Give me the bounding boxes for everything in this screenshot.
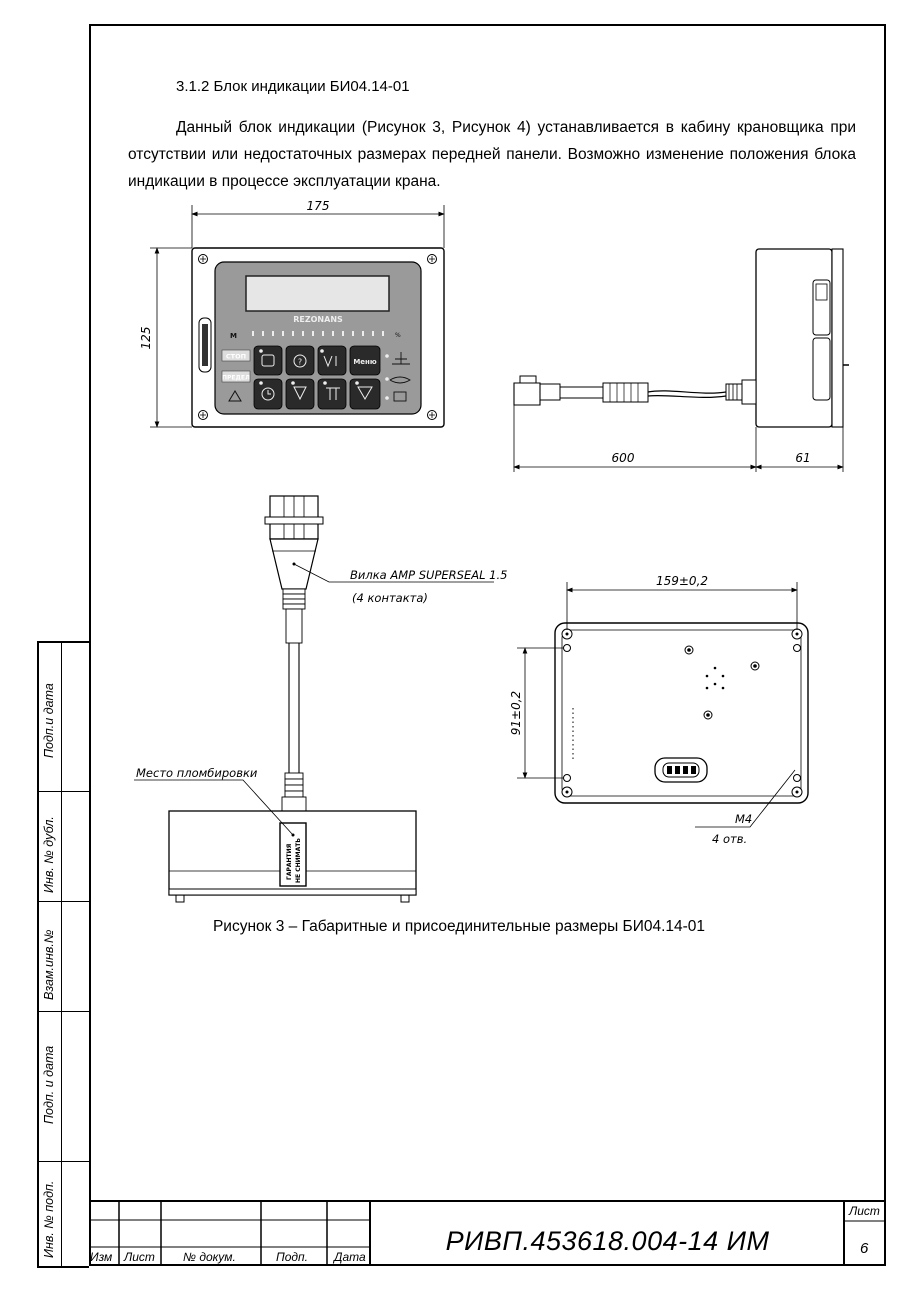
dim-height: 125: [139, 327, 153, 350]
brand-label: REZONANS: [293, 315, 343, 324]
seal-sticker-line2: НЕ СНИМАТЬ: [295, 838, 302, 883]
sheet-label: Лист: [849, 1204, 880, 1218]
stop-indicator: СТОП: [226, 353, 246, 361]
tb-col-podp: Подп.: [276, 1250, 308, 1264]
figure-caption: Рисунок 3 – Габаритные и присоединительн…: [212, 918, 706, 935]
seal-sticker-line1: ГАРАНТИЯ: [286, 843, 293, 880]
plug-contacts-label: (4 контакта): [352, 591, 428, 605]
svg-text:M: M: [230, 332, 237, 340]
paragraph-text: Данный блок индикации (Рисунок 3, Рисуно…: [128, 119, 856, 190]
limit-indicator: ПРЕДЕЛ: [222, 375, 250, 382]
svg-text:%: %: [395, 332, 401, 339]
dim-depth: 61: [795, 451, 810, 465]
side-view: [513, 248, 849, 472]
section-paragraph: Данный блок индикации (Рисунок 3, Рисуно…: [128, 114, 856, 195]
plug-view: ГАРАНТИЯ НЕ СНИМАТЬ: [134, 495, 494, 903]
front-view: REZONANS M % СТОП ПРЕДЕЛ: [150, 205, 445, 428]
dim-width: 175: [307, 199, 330, 213]
plug-label: Вилка AMP SUPERSEAL 1.5: [350, 568, 507, 582]
tb-col-data: Дата: [334, 1250, 366, 1264]
document-code: РИВП.453618.004-14 ИМ: [445, 1226, 770, 1256]
tb-col-izm: Изм: [90, 1250, 113, 1264]
dim-hole-spacing: 159±0,2: [656, 574, 708, 588]
page-frame: [89, 24, 886, 1266]
sheet-number: 6: [860, 1240, 869, 1257]
menu-button-label: Меню: [353, 358, 377, 366]
svg-text:?: ?: [298, 358, 302, 367]
tb-col-list: Лист: [124, 1250, 155, 1264]
thread-label: M4: [735, 812, 752, 826]
section-heading: 3.1.2 Блок индикации БИ04.14-01: [176, 78, 410, 95]
rear-view: [517, 582, 809, 828]
thread-count-label: 4 отв.: [712, 832, 747, 846]
side-stamp: [37, 641, 91, 1268]
dim-cable-length: 600: [612, 451, 635, 465]
title-block-grid: [89, 1200, 886, 1266]
seal-place-label: Место пломбировки: [136, 766, 258, 780]
dim-hole-height: 91±0,2: [509, 691, 523, 735]
tb-col-doc: № докум.: [183, 1250, 236, 1264]
